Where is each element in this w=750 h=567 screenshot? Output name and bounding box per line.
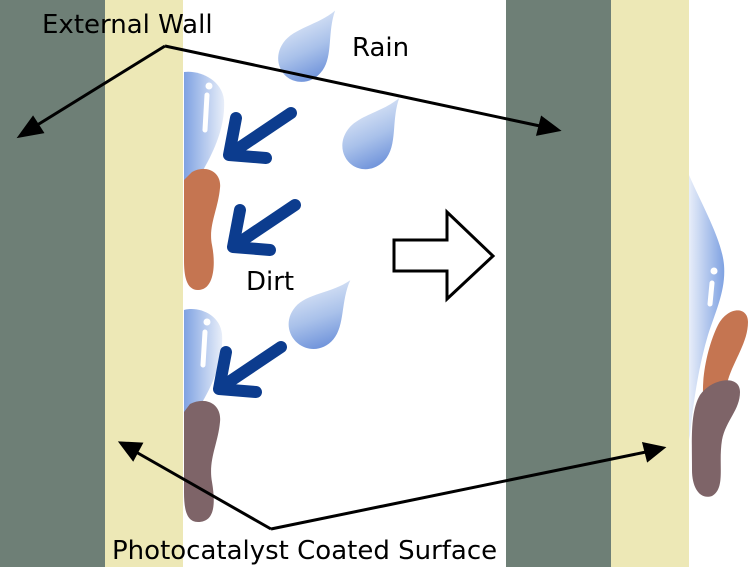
arrow-icon — [213, 341, 287, 398]
raindrop-icon — [288, 280, 351, 349]
right-dirt-dark — [691, 380, 740, 497]
label-dirt: Dirt — [246, 267, 294, 297]
external-wall-leaders — [16, 44, 562, 139]
left-coating — [105, 0, 183, 567]
arrow-icon — [223, 107, 297, 164]
label-coated-surface: Photocatalyst Coated Surface — [112, 536, 497, 566]
label-rain: Rain — [352, 33, 409, 63]
right-wall — [506, 0, 611, 567]
water-highlight-dot-upper — [205, 82, 213, 90]
right-coating — [611, 0, 689, 567]
raindrop-icon — [278, 10, 336, 82]
right-water-film — [689, 175, 725, 440]
dirt-brown — [184, 168, 221, 290]
water-film-upper — [184, 71, 225, 200]
hollow-arrow-icon — [392, 208, 496, 303]
water-highlight-upper — [202, 92, 210, 133]
water-film-lower — [184, 309, 223, 430]
label-external-wall: External Wall — [42, 10, 213, 40]
right-water-highlight — [707, 280, 715, 307]
raindrop-icon — [342, 97, 400, 170]
left-wall — [0, 0, 105, 567]
coated-surface-leaders — [117, 441, 667, 531]
dirt-dark — [184, 400, 221, 522]
right-water-highlight-dot — [710, 267, 718, 275]
arrow-icon — [227, 199, 301, 256]
water-highlight-dot-lower — [203, 318, 211, 326]
water-highlight-lower — [200, 329, 208, 368]
right-dirt-brown — [702, 310, 748, 406]
